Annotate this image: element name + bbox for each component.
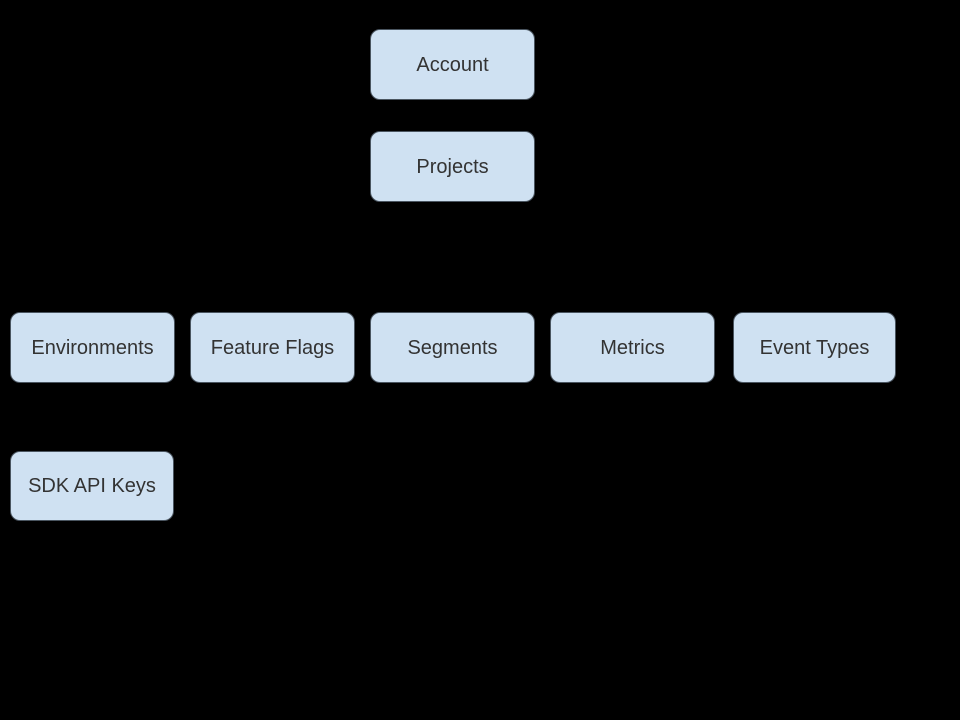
node-metrics: Metrics: [550, 312, 715, 383]
node-sdk-api-keys: SDK API Keys: [10, 451, 174, 521]
node-segments: Segments: [370, 312, 535, 383]
node-account: Account: [370, 29, 535, 100]
node-feature-flags: Feature Flags: [190, 312, 355, 383]
node-environments: Environments: [10, 312, 175, 383]
node-event-types: Event Types: [733, 312, 896, 383]
node-projects: Projects: [370, 131, 535, 202]
